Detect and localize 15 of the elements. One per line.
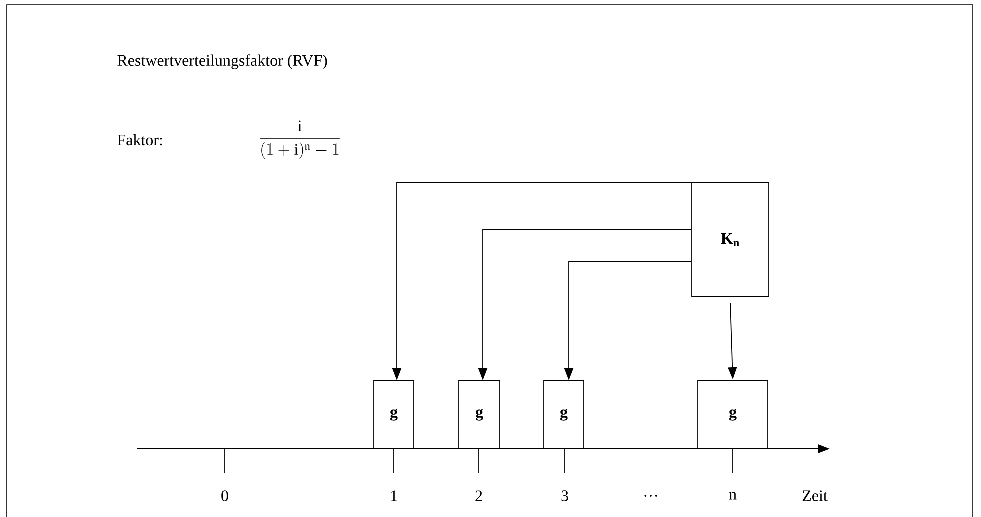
title: Restwertverteilungsfaktor (RVF) <box>118 54 328 70</box>
axis-label: Zeit <box>802 490 828 502</box>
amount-box: K$_{n}$ <box>692 182 770 298</box>
payment-box: g <box>698 380 768 450</box>
axis-label: 3 <box>562 490 568 502</box>
axis-label: … <box>644 495 658 497</box>
axis-label: n <box>729 492 737 500</box>
payment-box: g <box>374 380 414 450</box>
formula: $\frac{\mathrm{i}}{(1+\mathrm{i})^{\mathrm{n}} - 1}$ <box>260 120 340 160</box>
axis-label: 1 <box>391 490 398 502</box>
axis-label: 2 <box>476 490 482 502</box>
text-label: Faktor: <box>118 134 162 146</box>
axis-label: 0 <box>222 490 228 502</box>
payment-box: g <box>544 380 584 450</box>
payment-box: g <box>458 380 500 450</box>
